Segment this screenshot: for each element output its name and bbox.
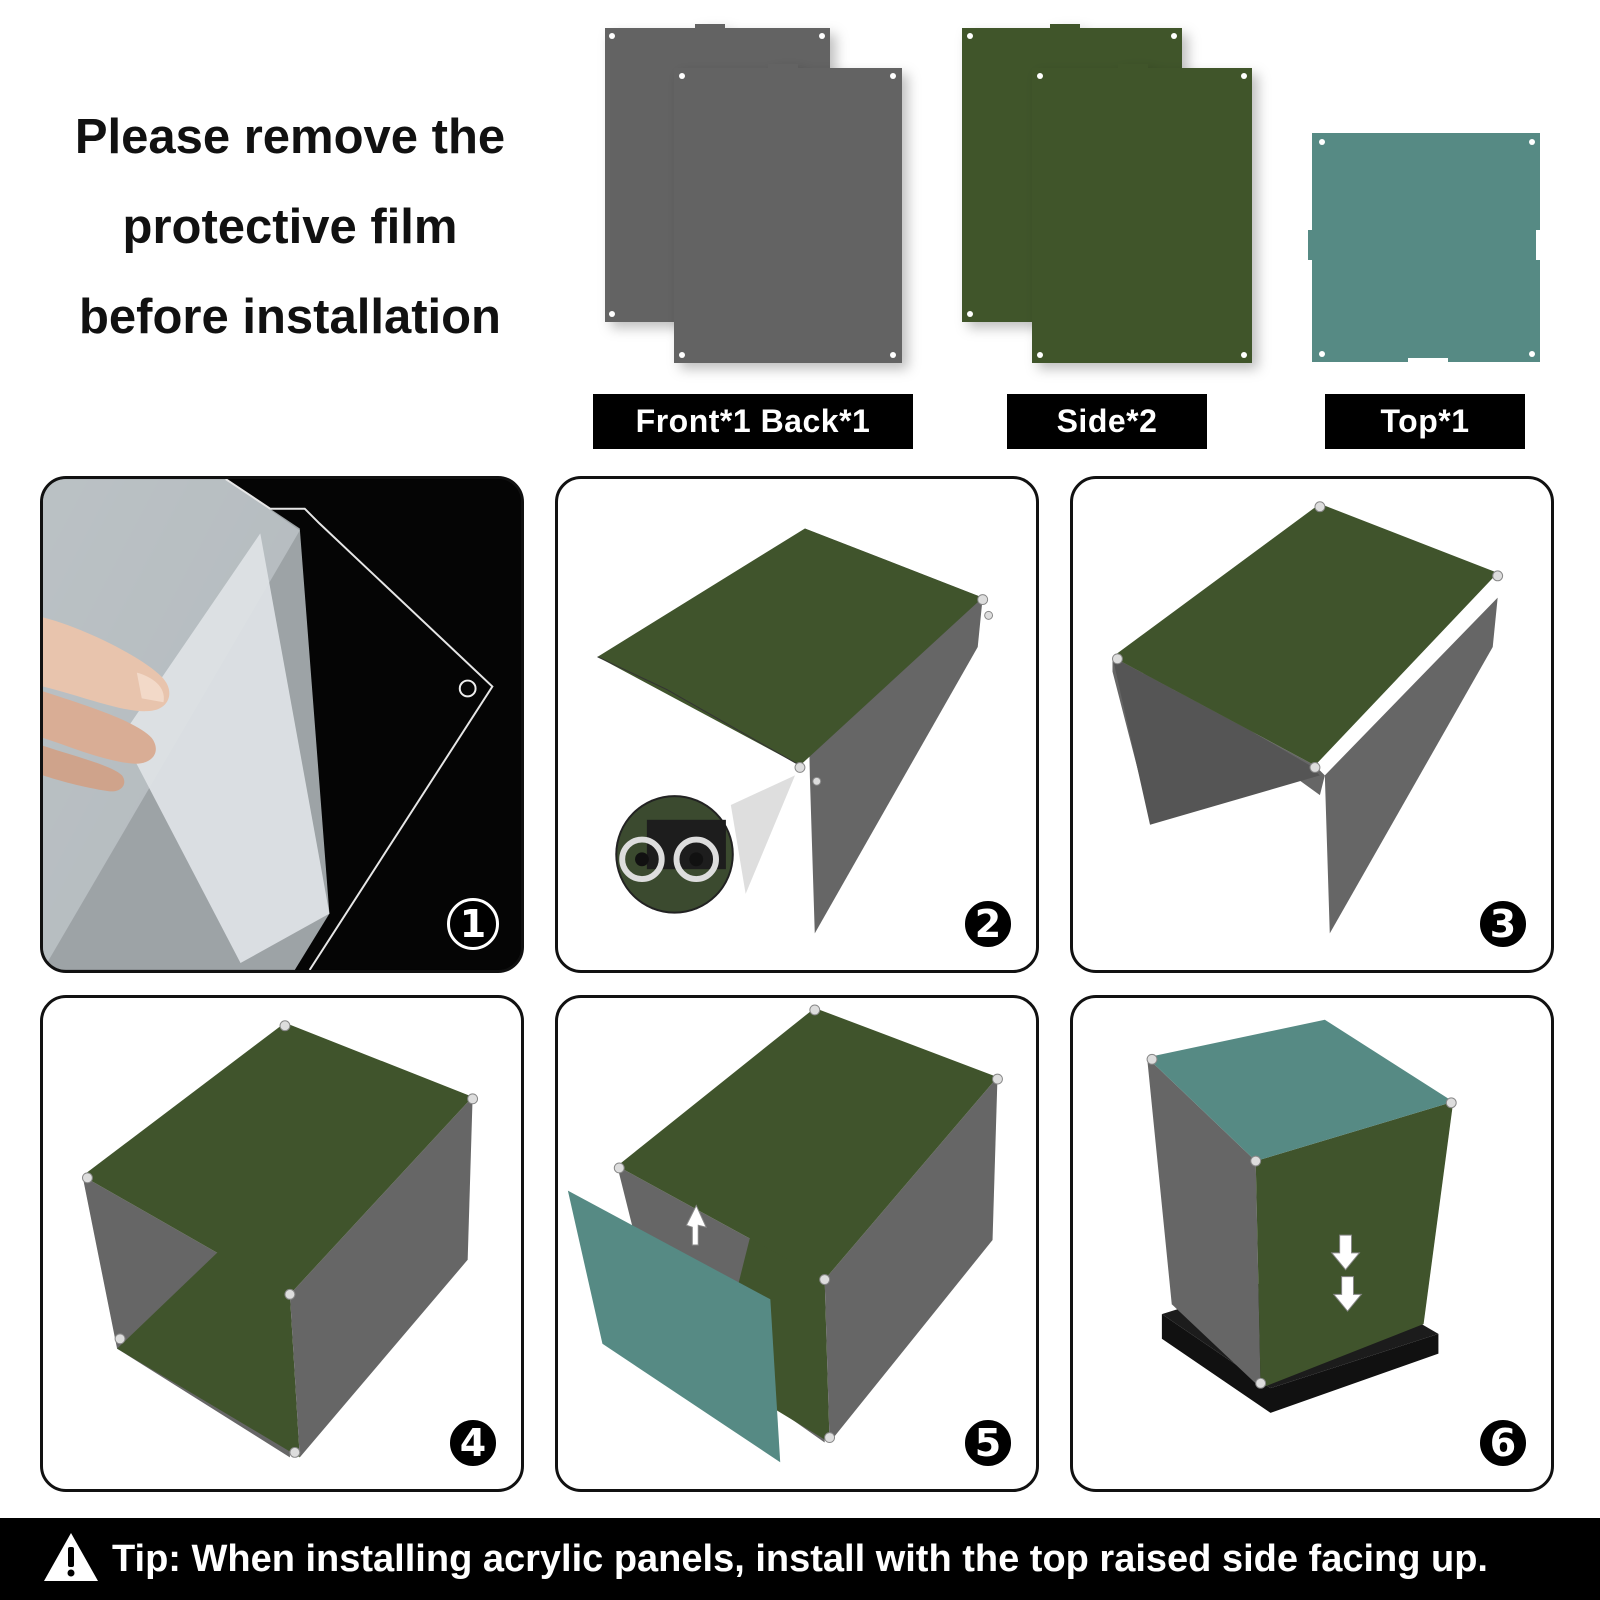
step-6-card: 6 xyxy=(1070,995,1554,1492)
headline-line-2: protective film xyxy=(122,200,458,254)
front-panel-insert-illustration xyxy=(567,1004,1003,1463)
step-1-badge: 1 xyxy=(447,898,499,950)
step-1-card: 1 xyxy=(40,476,524,973)
tip-text: Tip: When installing acrylic panels, ins… xyxy=(112,1538,1488,1580)
caption-front-back: Front*1 Back*1 xyxy=(593,394,913,449)
step-3-card: 3 xyxy=(1070,476,1554,973)
top-panel-and-base-illustration xyxy=(1146,1019,1457,1413)
caption-side: Side*2 xyxy=(1007,394,1207,449)
caption-top: Top*1 xyxy=(1325,394,1525,449)
teal-top-panel-icon xyxy=(1308,133,1540,362)
headline-text: Please remove the protective film before… xyxy=(40,92,540,362)
tip-bar: Tip: When installing acrylic panels, ins… xyxy=(0,1518,1600,1600)
green-panel-pair-icon xyxy=(962,24,1252,363)
top-panel-illustration xyxy=(1308,130,1548,370)
step-2-card: 2 xyxy=(555,476,1039,973)
back-panel-attach-illustration xyxy=(82,1020,479,1458)
peel-film-illustration xyxy=(43,479,521,970)
gray-panel-pair-icon xyxy=(605,24,902,363)
two-side-panels-illustration xyxy=(1112,501,1504,934)
headline-line-3: before installation xyxy=(78,290,501,344)
front-back-panels-illustration xyxy=(600,22,910,367)
step-5-card: 5 xyxy=(555,995,1039,1492)
step-5-badge: 5 xyxy=(962,1417,1014,1469)
side-panel-attach-illustration xyxy=(597,528,994,934)
step-3-badge: 3 xyxy=(1477,898,1529,950)
step-4-badge: 4 xyxy=(447,1417,499,1469)
side-panels-illustration xyxy=(958,22,1258,367)
step-4-card: 4 xyxy=(40,995,524,1492)
warning-icon xyxy=(44,1533,98,1581)
step-2-badge: 2 xyxy=(962,898,1014,950)
step-6-badge: 6 xyxy=(1477,1417,1529,1469)
headline-line-1: Please remove the xyxy=(74,110,506,164)
